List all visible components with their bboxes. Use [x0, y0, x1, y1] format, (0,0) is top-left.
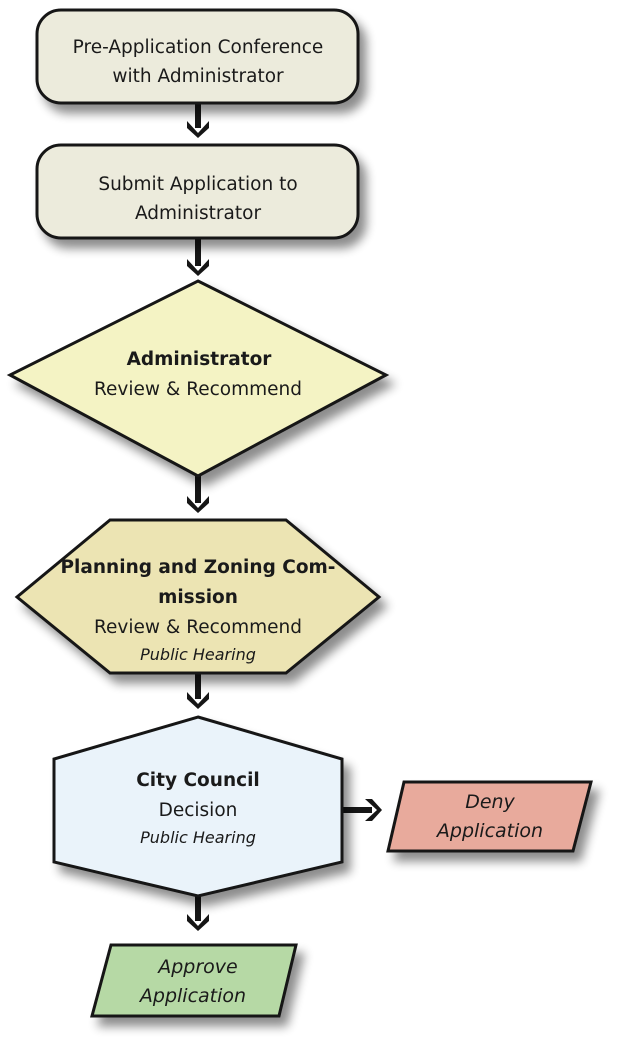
arrow-planning-to-council — [187, 673, 209, 709]
node-action: Review & Recommend — [94, 379, 302, 400]
node-title: Administrator — [127, 349, 273, 370]
node-text-line: with Administrator — [112, 66, 284, 87]
arrow-submit-to-administrator — [187, 238, 209, 276]
node-text-line: Approve — [156, 956, 238, 978]
diamond-shape — [6, 279, 390, 478]
node-title-line: mission — [158, 587, 238, 608]
arrow-council-to-deny — [342, 799, 382, 821]
hexagon-shape — [52, 715, 344, 898]
arrow-council-to-approve — [187, 896, 209, 931]
node-submit-application: Submit Application to Administrator — [35, 143, 360, 240]
node-note: Public Hearing — [140, 828, 256, 847]
node-action: Decision — [159, 800, 238, 821]
node-deny-application: Deny Application — [386, 780, 593, 853]
node-city-council: City Council Decision Public Hearing — [52, 715, 344, 898]
node-text-line: Administrator — [135, 203, 262, 224]
arrow-administrator-to-planning — [187, 476, 209, 513]
node-text-line: Submit Application to — [98, 174, 297, 195]
arrow-pre-to-submit — [187, 103, 209, 138]
node-administrator: Administrator Review & Recommend — [6, 279, 390, 478]
rounded-rect-shape — [35, 8, 360, 105]
node-planning-zoning: Planning and Zoning Com- mission Review … — [14, 518, 382, 675]
hexagon-shape — [14, 518, 382, 675]
rounded-rect-shape — [35, 143, 360, 240]
node-title: City Council — [136, 770, 260, 791]
node-pre-application: Pre-Application Conference with Administ… — [35, 8, 360, 105]
node-approve-application: Approve Application — [90, 943, 298, 1018]
parallelogram-shape — [90, 943, 298, 1018]
node-text-line: Application — [435, 820, 543, 842]
node-text-line: Application — [138, 985, 246, 1007]
parallelogram-shape — [386, 780, 593, 853]
node-text-line: Deny — [465, 791, 515, 813]
node-note: Public Hearing — [140, 645, 256, 664]
node-text-line: Pre-Application Conference — [73, 37, 324, 58]
node-title-line: Planning and Zoning Com- — [61, 557, 336, 578]
node-action: Review & Recommend — [94, 617, 302, 638]
